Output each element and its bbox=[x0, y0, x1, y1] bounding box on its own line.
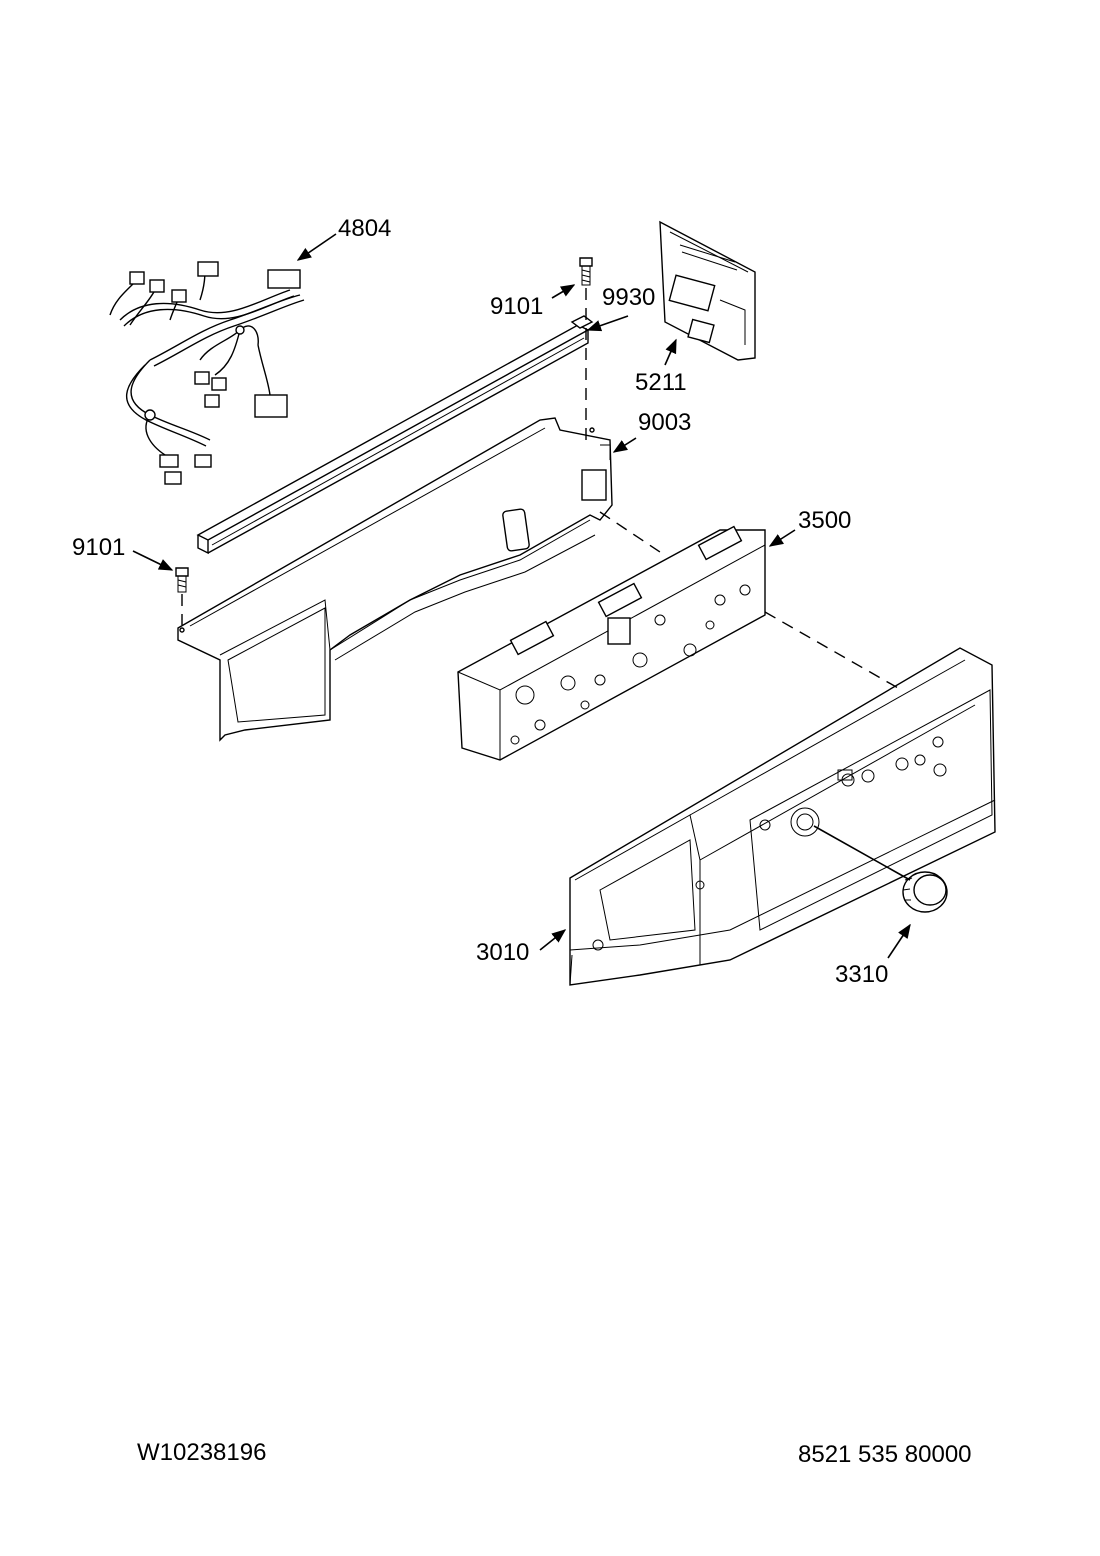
callout-3500: 3500 bbox=[798, 507, 851, 534]
screw-9101-left bbox=[175, 567, 189, 593]
callout-3010: 3010 bbox=[476, 939, 529, 966]
callout-5211: 5211 bbox=[635, 369, 687, 396]
leader-3500 bbox=[768, 529, 796, 547]
control-pcb-3500 bbox=[457, 525, 766, 761]
leader-knob-to-panel bbox=[813, 825, 911, 881]
callout-9101-top: 9101 bbox=[490, 293, 543, 320]
callout-4804: 4804 bbox=[338, 215, 391, 242]
leader-3310 bbox=[887, 923, 911, 959]
leader-9101-top bbox=[551, 284, 576, 299]
screw-9101-top bbox=[579, 257, 593, 286]
assembly-line-bracket-to-pcb bbox=[599, 511, 661, 553]
leader-9930 bbox=[586, 315, 629, 332]
control-board-5211 bbox=[659, 220, 756, 361]
leader-5211 bbox=[664, 338, 677, 366]
knob-3310 bbox=[902, 871, 948, 913]
callout-9003: 9003 bbox=[638, 409, 691, 436]
leader-9003 bbox=[612, 437, 637, 453]
callout-3310: 3310 bbox=[835, 961, 888, 988]
leader-4804 bbox=[296, 233, 337, 261]
console-panel-3010 bbox=[569, 647, 996, 986]
leader-3010 bbox=[539, 929, 567, 951]
assembly-line-pcb-to-panel bbox=[764, 611, 899, 689]
leader-9101-left bbox=[132, 550, 174, 571]
wire-harness-4804 bbox=[109, 261, 305, 485]
callout-9101-left: 9101 bbox=[72, 534, 125, 561]
console-bracket-9003 bbox=[177, 417, 613, 742]
callout-9930: 9930 bbox=[602, 284, 655, 311]
control-rail-9930 bbox=[196, 315, 594, 555]
footer-right-code: 8521 535 80000 bbox=[798, 1441, 972, 1468]
footer-left-code: W10238196 bbox=[137, 1439, 266, 1466]
